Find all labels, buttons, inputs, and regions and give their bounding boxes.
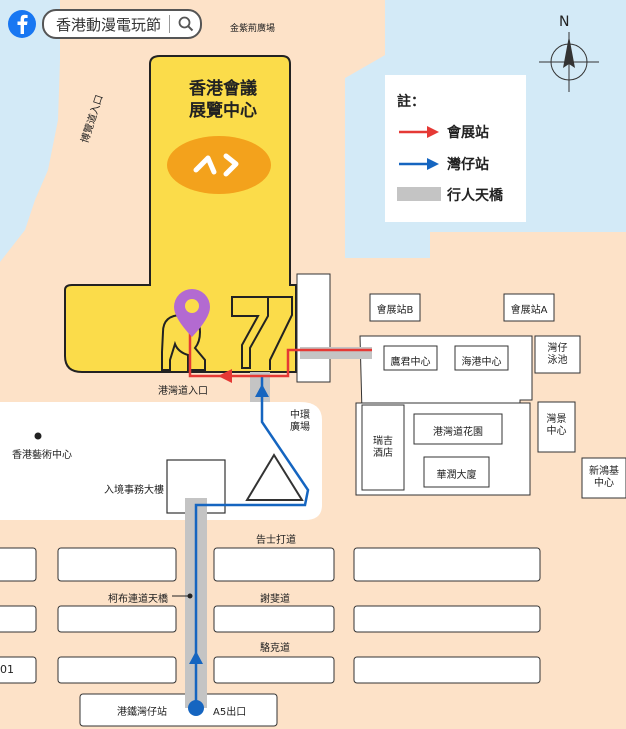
search-separator — [169, 15, 171, 33]
building-motif-7 — [231, 296, 269, 369]
label-wanchai-pool: 灣仔 泳池 — [547, 343, 568, 366]
north-arrow-icon — [539, 32, 599, 92]
label-exhibition-a: 會展站A — [510, 305, 548, 316]
label-exhibition-b: 會展站B — [376, 305, 414, 316]
bridge-label-dot — [187, 593, 193, 599]
china-resources-box — [423, 456, 490, 488]
search-box[interactable]: 香港動漫電玩節 — [42, 9, 203, 39]
label-partial-01: 01 — [0, 663, 14, 676]
harbour-view-box — [537, 401, 576, 453]
convention-centre-building — [64, 55, 297, 373]
label-harbour-centre: 海港中心 — [461, 357, 502, 368]
legend-item-red: 會展站 — [447, 125, 489, 141]
label-harbour-road-garden: 港灣道花園 — [433, 427, 483, 438]
wanchai-pool-box — [534, 335, 581, 374]
label-arts-centre: 香港藝術中心 — [12, 450, 72, 461]
mtr-exit-dot — [188, 700, 204, 716]
legend-red-arrow-icon — [399, 126, 439, 138]
compass-north-label: N — [559, 14, 570, 30]
exhibition-b-box — [369, 293, 421, 322]
top-bar: 香港動漫電玩節 — [8, 8, 203, 40]
sea-left — [0, 0, 60, 262]
venue-title: 香港會議 展覽中心 — [168, 78, 278, 122]
legend-blue-arrow-icon — [399, 158, 439, 170]
sea-top — [60, 0, 385, 78]
label-golden-bauhinia: 金紫荊廣場 — [230, 24, 276, 34]
building-motif-7b — [232, 296, 293, 370]
legend-item-grey: 行人天橋 — [447, 188, 503, 204]
sun-hung-kai-box — [581, 457, 626, 499]
label-central-plaza: 中環 廣場 — [290, 410, 310, 433]
legend-item-blue: 灣仔站 — [447, 157, 489, 173]
search-text[interactable]: 香港動漫電玩節 — [56, 15, 162, 34]
harbour-road-block — [0, 402, 322, 520]
label-hotel: 瑞吉 酒店 — [373, 436, 393, 459]
central-plaza-building — [245, 453, 304, 501]
label-lockhart-road: 駱克道 — [260, 643, 290, 654]
label-harbour-view-centre: 灣景 中心 — [546, 414, 567, 437]
blue-route — [194, 375, 310, 706]
label-immigration-tower: 入境事務大樓 — [104, 485, 164, 496]
map-legend: 註： 會展站 灣仔站 行人天橋 — [385, 75, 526, 222]
venue-logo-blob — [167, 136, 271, 194]
hotel-box — [361, 404, 405, 491]
exhibition-a-box — [503, 293, 555, 322]
venue-title-line2: 展覽中心 — [189, 101, 257, 121]
building-right-of-venue — [296, 273, 331, 383]
search-icon[interactable] — [178, 16, 194, 32]
blue-route-arrow-2 — [255, 384, 269, 397]
label-great-eagle: 鷹君中心 — [390, 357, 431, 368]
venue-title-line1: 香港會議 — [189, 79, 257, 99]
great-eagle-label-box — [383, 345, 438, 371]
label-mtr-wan-chai: 港鐵灣仔站 — [117, 707, 167, 718]
arts-centre-dot — [34, 432, 42, 440]
facebook-icon[interactable] — [8, 10, 36, 38]
label-sun-hung-kai: 新鴻基 中心 — [589, 466, 619, 489]
label-china-resources: 華潤大廈 — [436, 470, 477, 481]
label-fleming-road-bridge: 柯布連道天橋 — [108, 594, 168, 605]
red-route-arrow — [218, 369, 232, 383]
label-exit-a5: A5出口 — [213, 707, 247, 718]
legend-bridge-swatch — [397, 187, 441, 201]
harbour-road-garden-box — [413, 413, 503, 445]
red-route — [232, 348, 372, 378]
label-harbour-road-entrance: 港灣道入口 — [158, 386, 208, 397]
red-route-branch — [188, 328, 228, 378]
harbour-centre-label-box — [454, 345, 509, 371]
label-gloucester-road: 告士打道 — [256, 535, 296, 546]
legend-title: 註： — [397, 94, 425, 110]
blue-route-arrow-1 — [189, 651, 203, 664]
label-jaffe-road: 謝斐道 — [260, 594, 290, 605]
location-pin-icon — [174, 289, 210, 337]
venue-logo-mark — [193, 153, 239, 177]
street-blocks — [0, 547, 541, 727]
